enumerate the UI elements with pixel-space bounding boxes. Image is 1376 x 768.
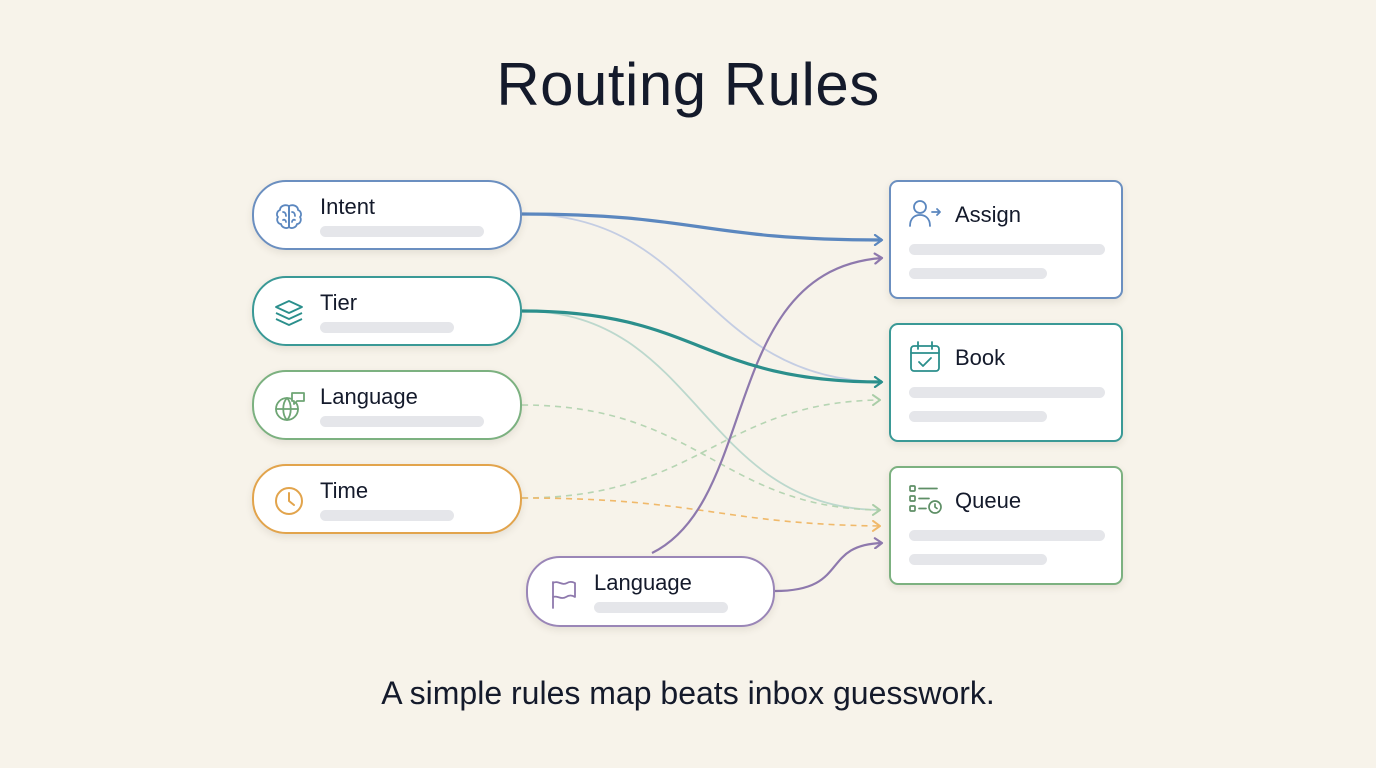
link-language-queue (521, 404, 881, 516)
link-intent-book (521, 213, 881, 383)
layers-icon (275, 300, 303, 326)
placeholder-bar (909, 411, 1047, 422)
user-assign-icon (909, 200, 941, 227)
input-label-tier: Tier (320, 290, 358, 315)
link-tier-book (521, 309, 882, 382)
placeholder-bar (320, 510, 454, 521)
placeholder-bar (909, 387, 1105, 398)
input-label-language-flag: Language (594, 570, 692, 595)
placeholder-bar (320, 416, 484, 427)
diagram-caption: A simple rules map beats inbox guesswork… (381, 675, 995, 711)
output-label-book: Book (955, 345, 1006, 370)
placeholder-bar (909, 530, 1105, 541)
input-label-intent: Intent (320, 194, 376, 219)
output-node-assign[interactable]: Assign (889, 180, 1123, 299)
placeholder-bar (909, 268, 1047, 279)
clock-icon (275, 487, 303, 515)
input-node-language-flag[interactable]: Language (526, 556, 775, 627)
input-label-time: Time (320, 478, 369, 503)
link-time-book (521, 394, 881, 499)
placeholder-bar (909, 554, 1047, 565)
placeholder-bar (320, 226, 484, 237)
calendar-check-icon (910, 341, 940, 372)
flag-icon (552, 580, 576, 609)
link-flag-queue (774, 543, 882, 593)
placeholder-bar (320, 322, 454, 333)
placeholder-bar (594, 602, 728, 613)
link-time-queue (521, 497, 881, 532)
link-intent-assign (521, 212, 882, 240)
input-label-language: Language (320, 384, 418, 409)
output-label-queue: Queue (955, 488, 1022, 513)
input-node-intent[interactable]: Intent (252, 180, 522, 250)
output-label-assign: Assign (955, 202, 1022, 227)
output-node-queue[interactable]: Queue (889, 466, 1123, 585)
brain-icon (276, 204, 302, 229)
placeholder-bar (909, 244, 1105, 255)
link-tier-queue (521, 310, 881, 511)
queue-list-clock-icon (909, 485, 942, 514)
input-node-time[interactable]: Time (252, 464, 522, 534)
input-node-tier[interactable]: Tier (252, 276, 522, 346)
input-node-language[interactable]: Language (252, 370, 522, 440)
diagram-title: Routing Rules (496, 51, 880, 118)
link-flag-assign (651, 258, 882, 554)
globe-chat-icon (275, 392, 305, 421)
output-node-book[interactable]: Book (889, 323, 1123, 442)
